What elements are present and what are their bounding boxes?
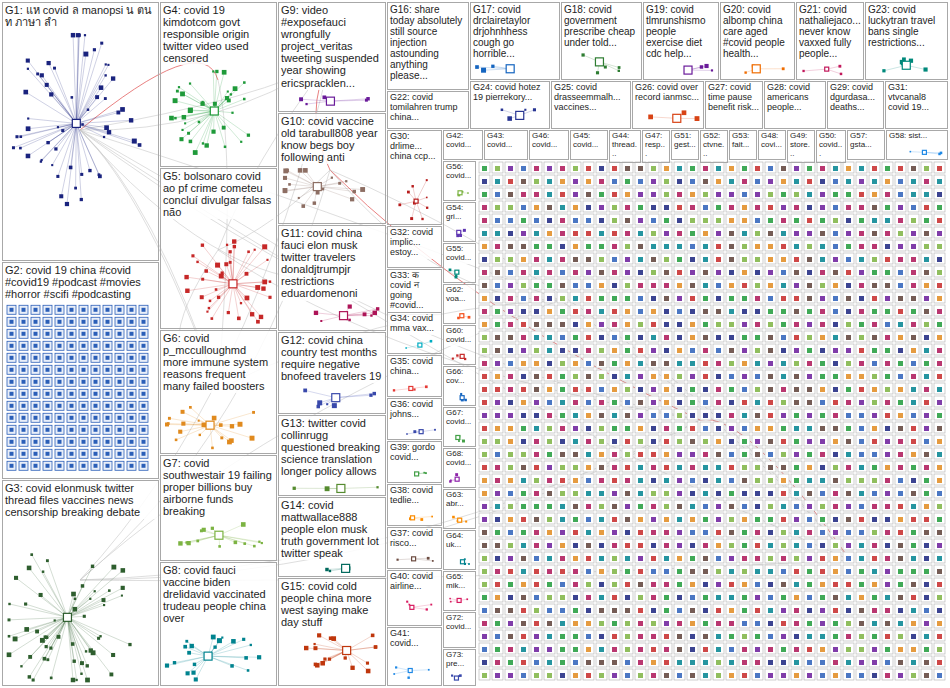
page: {"diagram": { "nodes": [ {"text": ["G1: … — [0, 0, 950, 688]
